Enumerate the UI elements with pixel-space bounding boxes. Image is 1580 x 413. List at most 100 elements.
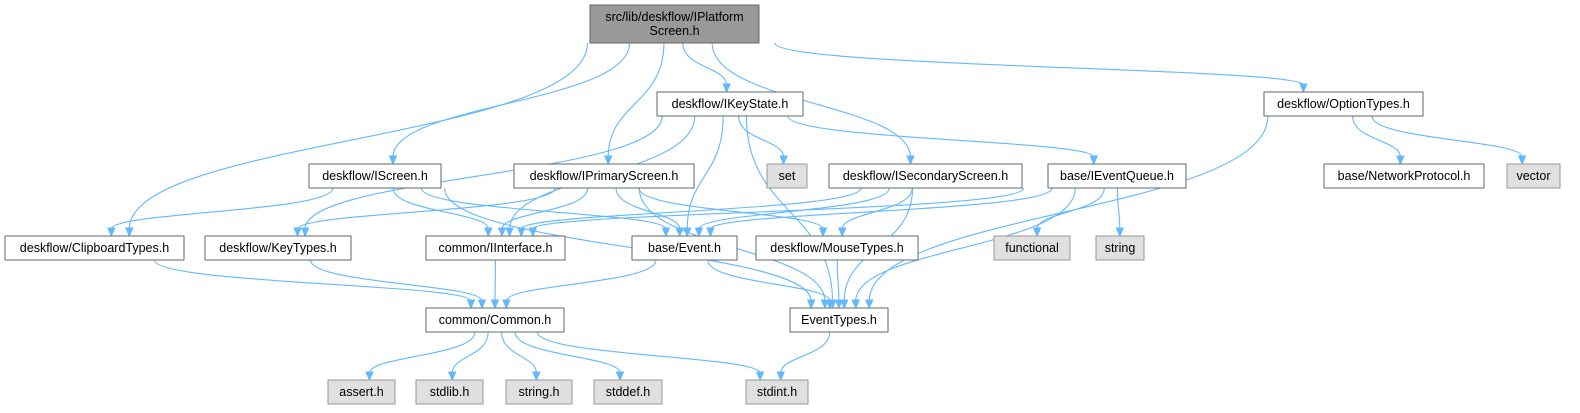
node-label: EventTypes.h bbox=[801, 313, 877, 327]
node-stringh: string.h bbox=[505, 379, 573, 405]
node-box bbox=[993, 235, 1071, 261]
node-label: deskflow/IKeyState.h bbox=[672, 97, 789, 111]
node-label: string bbox=[1105, 241, 1136, 255]
edge-clipboard-to-common bbox=[154, 259, 476, 310]
node-ikeystate[interactable]: deskflow/IKeyState.h bbox=[656, 91, 804, 117]
node-stdint: stdint.h bbox=[745, 379, 809, 405]
node-assert: assert.h bbox=[327, 379, 396, 405]
edge-optiontypes-to-eventtypes bbox=[865, 115, 1269, 310]
edge-iscreen-to-clipboard bbox=[107, 187, 334, 238]
node-box bbox=[327, 379, 396, 405]
edge-optiontypes-to-vector bbox=[1371, 115, 1527, 166]
node-mousetypes[interactable]: deskflow/MouseTypes.h bbox=[755, 235, 919, 261]
node-box bbox=[1047, 163, 1187, 189]
node-box bbox=[593, 379, 663, 405]
node-label: deskflow/KeyTypes.h bbox=[219, 241, 336, 255]
node-box bbox=[745, 379, 809, 405]
node-optiontypes[interactable]: deskflow/OptionTypes.h bbox=[1263, 91, 1424, 117]
node-label: functional bbox=[1005, 241, 1059, 255]
edge-eventtypes-to-stdint bbox=[776, 331, 831, 382]
node-box bbox=[766, 163, 808, 189]
edge-root-to-clipboard bbox=[125, 42, 589, 238]
edge-common-to-stdlib bbox=[447, 331, 489, 382]
node-label: stdint.h bbox=[757, 385, 797, 399]
edge-iprimary-to-keytypes bbox=[293, 187, 556, 238]
node-label: vector bbox=[1516, 169, 1550, 183]
node-label: assert.h bbox=[339, 385, 384, 399]
edge-ieventqueue-to-string bbox=[1115, 187, 1125, 238]
node-box bbox=[505, 379, 573, 405]
edge-root-to-ikeystate bbox=[682, 42, 731, 94]
node-iscreen[interactable]: deskflow/IScreen.h bbox=[308, 163, 442, 189]
node-label: deskflow/ISecondaryScreen.h bbox=[843, 169, 1008, 183]
edge-ieventqueue-to-eventtypes bbox=[851, 187, 1076, 310]
node-stdlib: stdlib.h bbox=[415, 379, 484, 405]
node-box bbox=[1263, 91, 1424, 117]
node-box bbox=[415, 379, 484, 405]
edge-ieventqueue-to-event bbox=[706, 187, 1053, 238]
node-iprimary[interactable]: deskflow/IPrimaryScreen.h bbox=[513, 163, 695, 189]
node-stddef: stddef.h bbox=[593, 379, 663, 405]
edge-ieventqueue-to-functional bbox=[1032, 187, 1105, 238]
edge-iprimary-to-mousetypes bbox=[638, 187, 828, 238]
edge-root-to-iscreen bbox=[388, 42, 631, 166]
edge-root-to-optiontypes bbox=[774, 42, 1308, 94]
node-clipboard[interactable]: deskflow/ClipboardTypes.h bbox=[4, 235, 185, 261]
node-string: string bbox=[1095, 235, 1145, 261]
edge-iprimary-to-iinterface bbox=[497, 187, 589, 238]
node-box bbox=[1506, 163, 1561, 189]
node-label: Screen.h bbox=[649, 24, 699, 38]
edge-keytypes-to-common bbox=[310, 259, 487, 310]
node-box bbox=[828, 163, 1023, 189]
edge-iscreen-to-iinterface bbox=[392, 187, 493, 238]
edge-iinterface-to-common bbox=[490, 259, 500, 310]
node-box bbox=[204, 235, 352, 261]
edge-common-to-stringh bbox=[501, 331, 541, 382]
edge-root-to-iprimary bbox=[603, 42, 665, 166]
node-label: deskflow/IScreen.h bbox=[322, 169, 428, 183]
edge-iscreen-to-eventtypes bbox=[444, 187, 816, 310]
edge-mousetypes-to-eventtypes bbox=[834, 259, 844, 310]
node-box bbox=[4, 235, 185, 261]
edge-common-to-stdint bbox=[536, 331, 765, 382]
node-event[interactable]: base/Event.h bbox=[631, 235, 738, 261]
node-label: set bbox=[779, 169, 796, 183]
node-label: deskflow/IPrimaryScreen.h bbox=[530, 169, 679, 183]
edge-isecondary-to-event bbox=[694, 187, 890, 238]
node-vector: vector bbox=[1506, 163, 1561, 189]
node-box bbox=[631, 235, 738, 261]
node-set: set bbox=[766, 163, 808, 189]
node-label: deskflow/ClipboardTypes.h bbox=[20, 241, 169, 255]
node-isecondary[interactable]: deskflow/ISecondaryScreen.h bbox=[828, 163, 1023, 189]
edge-ikeystate-to-keytypes bbox=[300, 115, 663, 238]
node-label: deskflow/OptionTypes.h bbox=[1277, 97, 1410, 111]
node-box bbox=[1095, 235, 1145, 261]
node-netproto[interactable]: base/NetworkProtocol.h bbox=[1323, 163, 1485, 189]
node-common[interactable]: common/Common.h bbox=[425, 307, 565, 333]
edge-event-to-common bbox=[502, 259, 657, 310]
node-label: stddef.h bbox=[606, 385, 651, 399]
node-box bbox=[589, 4, 760, 44]
node-box bbox=[755, 235, 919, 261]
node-functional: functional bbox=[993, 235, 1071, 261]
edge-isecondary-to-iinterface bbox=[517, 187, 862, 238]
node-box bbox=[308, 163, 442, 189]
node-box bbox=[513, 163, 695, 189]
node-box bbox=[425, 235, 566, 261]
node-label: base/IEventQueue.h bbox=[1060, 169, 1174, 183]
edge-optiontypes-to-netproto bbox=[1352, 115, 1405, 166]
node-iinterface[interactable]: common/IInterface.h bbox=[425, 235, 566, 261]
edge-ieventqueue-to-iinterface bbox=[528, 187, 1025, 238]
edge-ikeystate-to-set bbox=[738, 115, 788, 166]
node-label: common/IInterface.h bbox=[439, 241, 553, 255]
node-label: common/Common.h bbox=[439, 313, 552, 327]
node-ieventqueue[interactable]: base/IEventQueue.h bbox=[1047, 163, 1187, 189]
edge-ikeystate-to-ieventqueue bbox=[787, 115, 1099, 166]
edge-event-to-eventtypes bbox=[707, 259, 834, 310]
node-label: deskflow/MouseTypes.h bbox=[770, 241, 903, 255]
node-label: src/lib/deskflow/IPlatform bbox=[605, 10, 743, 24]
node-eventtypes[interactable]: EventTypes.h bbox=[789, 307, 889, 333]
node-keytypes[interactable]: deskflow/KeyTypes.h bbox=[204, 235, 352, 261]
